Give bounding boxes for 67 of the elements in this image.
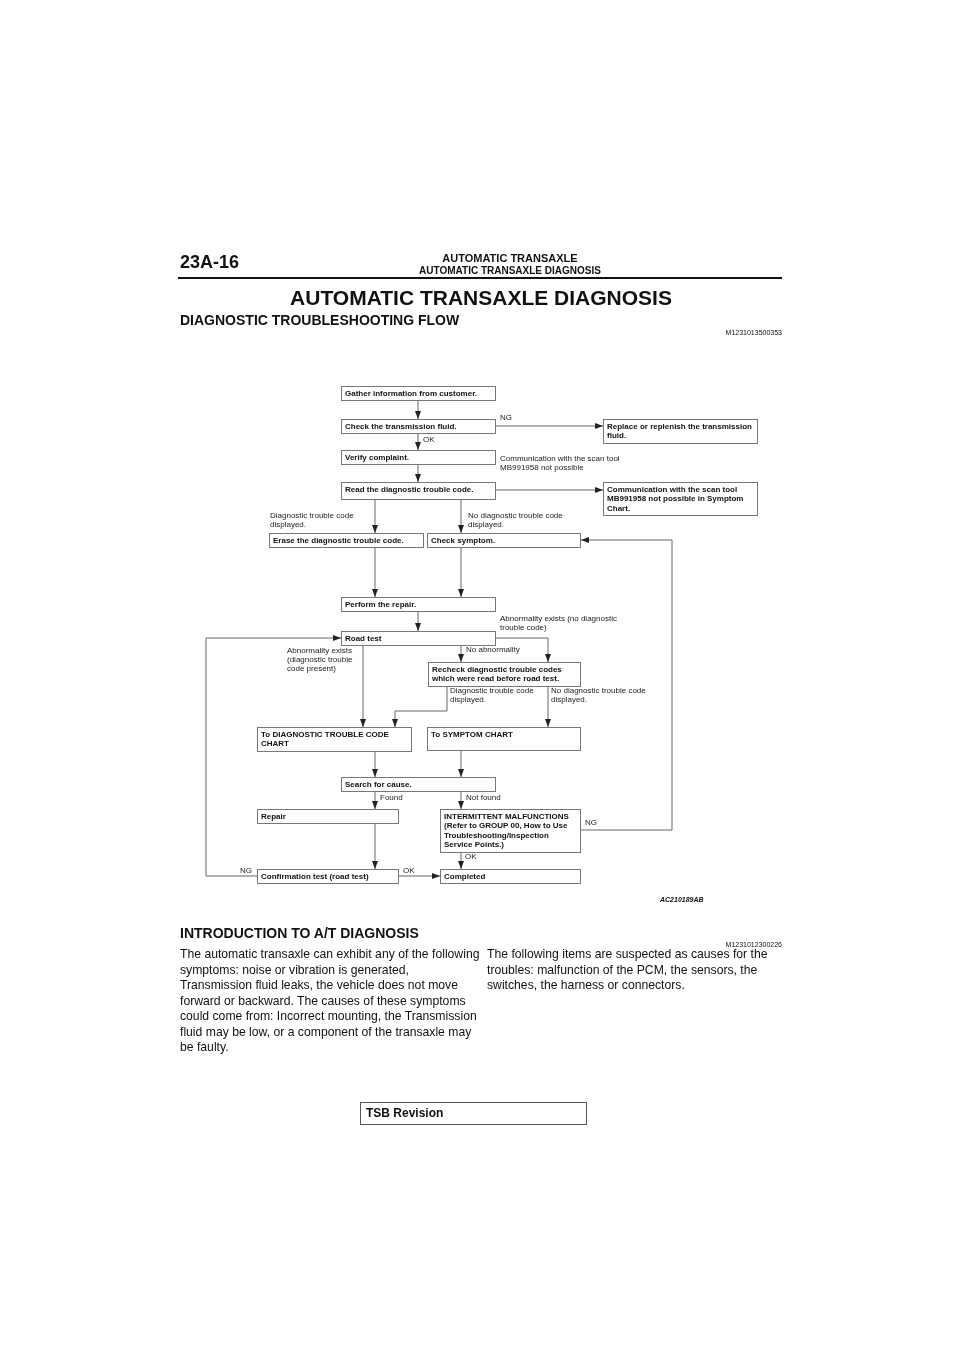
arrow (415, 400, 421, 420)
process-box: Repair (257, 809, 399, 825)
process-box: Confirmation test (road test) (257, 869, 399, 885)
process-box: Completed (440, 869, 581, 885)
process-box: To DIAGNOSTIC TROUBLE CODE CHART (257, 727, 412, 752)
arrow (398, 873, 441, 879)
arrow (495, 487, 604, 493)
page-number: 23A-16 (180, 252, 240, 273)
arrow (545, 686, 551, 728)
edge-label: Abnormality exists (diagnostic trouble code present) (287, 646, 354, 674)
header-text: AUTOMATIC TRANSAXLE (441, 252, 579, 264)
arrow (458, 499, 464, 534)
arrow (495, 637, 551, 663)
process-box: Verify complaint. (341, 450, 496, 466)
edge-label: OK (403, 866, 416, 876)
process-box: Communication with the scan tool MB991958 not possible in Symptom Chart. (603, 482, 758, 517)
process-box: Gather information from customer. (341, 386, 496, 402)
process-box: Recheck diagnostic trouble codes which were read before road test. (428, 662, 581, 687)
arrow (458, 852, 464, 870)
edge-label: Found (380, 793, 404, 803)
edge-label: NG (585, 818, 598, 828)
header-text: AUTOMATIC TRANSAXLE DIAGNOSIS (418, 265, 602, 276)
edge-label: Diagnostic trouble code displayed. (450, 686, 535, 705)
paragraph: The automatic transaxle can exhibit any of the following symptoms: noise or vibration is generated, Transmission fluid leaks, the vehicle does not move forward or backward. The causes of these symptoms could come from: Incorrect mounting, the Transmission fluid may be low, or a component of the transaxle may be faulty. (180, 947, 480, 1056)
edge-label: OK (465, 852, 478, 862)
process-box: Erase the diagnostic trouble code. (269, 533, 424, 549)
edge-label: Abnormality exists (no diagnostic trouble code) (500, 614, 618, 633)
arrow (458, 750, 464, 778)
process-box: INTERMITTENT MALFUNCTIONS (Refer to GROUP 00, How to Use Troubleshooting/Inspection Service Points.) (440, 809, 581, 853)
process-box: Road test (341, 631, 496, 647)
arrow (458, 645, 464, 663)
section-heading: DIAGNOSTIC TROUBLESHOOTING FLOW (180, 312, 460, 328)
arrow (495, 423, 604, 429)
process-box: Check the transmission fluid. (341, 419, 496, 435)
arrow (392, 686, 448, 728)
edge-label: Not found (466, 793, 502, 803)
process-box: Read the diagnostic trouble code. (341, 482, 496, 500)
section-heading: INTRODUCTION TO A/T DIAGNOSIS (180, 925, 419, 941)
arrow (415, 464, 421, 483)
arrow (415, 433, 421, 451)
process-box: Replace or replenish the transmission fluid. (603, 419, 758, 444)
page-title: AUTOMATIC TRANSAXLE DIAGNOSIS (289, 286, 673, 310)
arrow (458, 791, 464, 810)
edge-label: NG (240, 866, 253, 876)
edge-label: Diagnostic trouble code displayed. (270, 511, 355, 530)
arrow (372, 499, 378, 534)
arrow (372, 823, 378, 870)
edge-label: No diagnostic trouble code displayed. (551, 686, 647, 705)
arrow (458, 547, 464, 598)
arrow (415, 611, 421, 632)
edge-label: No diagnostic trouble code displayed. (468, 511, 564, 530)
process-box: Search for cause. (341, 777, 496, 793)
edge-label: Communication with the scan tool MB991958 not possible (500, 454, 621, 473)
arrow (372, 751, 378, 778)
edge-label: No abnormality (466, 645, 521, 655)
process-box: Perform the repair. (341, 597, 496, 613)
arrow (205, 635, 342, 877)
paragraph: The following items are suspected as causes for the troubles: malfunction of the PCM, the sensors, the switches, the harness or connectors. (487, 947, 769, 994)
revision-label: TSB Revision (366, 1106, 444, 1120)
arrow (372, 791, 378, 810)
process-box: To SYMPTOM CHART (427, 727, 581, 751)
edge-label: NG (500, 413, 513, 423)
process-box: Check symptom. (427, 533, 581, 549)
arrow (580, 537, 673, 831)
edge-label: OK (423, 435, 436, 445)
arrow (360, 645, 366, 728)
arrow (372, 547, 378, 598)
